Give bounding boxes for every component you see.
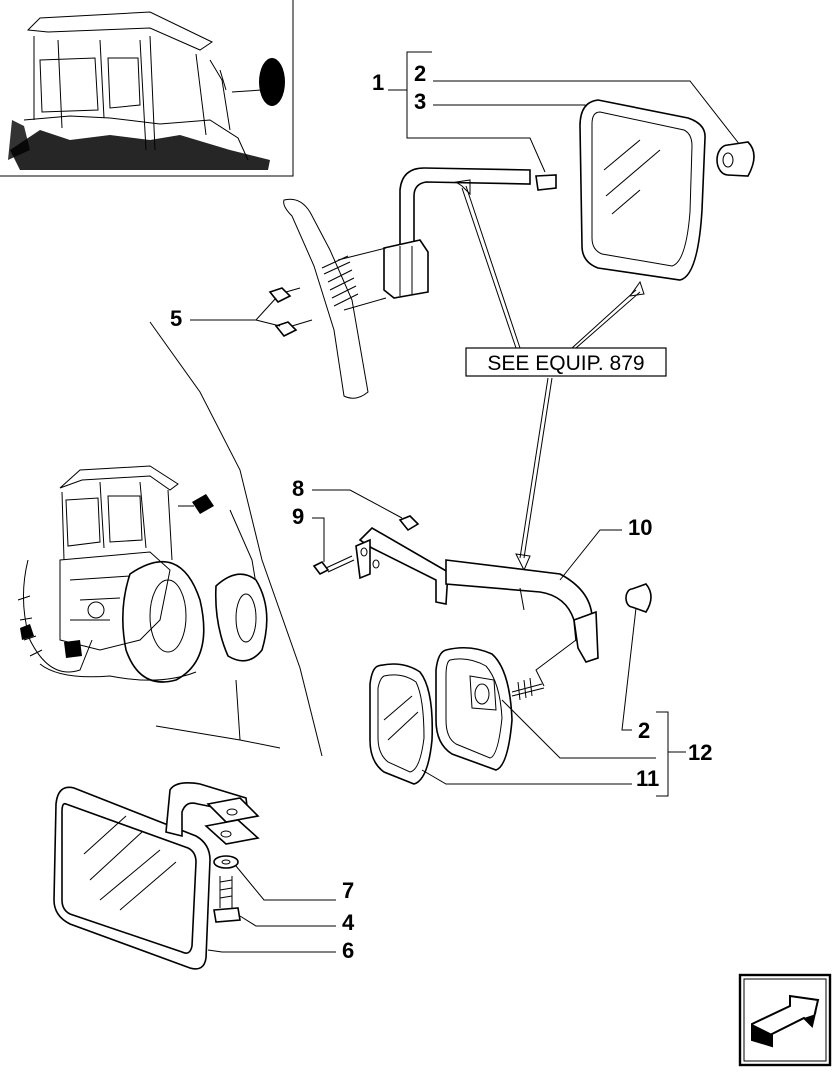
mirror-post — [283, 198, 387, 399]
callout-6: 6 — [342, 938, 354, 963]
next-page-arrow-icon[interactable] — [738, 973, 832, 1067]
bolts-item-5: 5 — [170, 287, 313, 338]
separator-lines — [149, 321, 323, 757]
callout-7: 7 — [342, 878, 354, 903]
callout-9: 9 — [292, 504, 304, 529]
tractor-rear-view-icon — [17, 465, 268, 683]
bolt-9-nut-8: 8 9 — [292, 476, 420, 576]
callout-2-lower: 2 — [638, 718, 650, 743]
reference-arrows — [454, 179, 645, 572]
mirror-knob-top — [716, 141, 755, 177]
tractor-cab-inset-icon — [0, 0, 294, 177]
callout-8: 8 — [292, 476, 304, 501]
mirror-mount-screw — [511, 639, 577, 701]
lower-mirror-glass — [369, 663, 434, 785]
see-equip-label: SEE EQUIP. 879 — [487, 352, 644, 375]
upper-mirror-head — [579, 99, 706, 281]
callout-12-group: 2 12 11 — [421, 607, 712, 797]
callout-3: 3 — [414, 89, 426, 114]
callout-5: 5 — [170, 306, 182, 331]
callout-11: 11 — [636, 766, 659, 791]
callout-1: 1 — [372, 70, 384, 95]
rectangular-mirror — [53, 782, 260, 970]
upper-mirror-arm — [383, 167, 557, 299]
callout-1-group: 1 2 3 — [372, 51, 741, 173]
lower-mirror-arm — [355, 526, 599, 663]
see-equip-reference: SEE EQUIP. 879 — [465, 347, 667, 377]
mirror-knob-lower — [625, 583, 652, 613]
callout-2-top: 2 — [414, 61, 426, 86]
callout-12: 12 — [688, 740, 712, 765]
callout-4: 4 — [342, 910, 355, 935]
callout-10: 10 — [628, 515, 652, 540]
lower-mirror-head — [435, 646, 513, 771]
callout-7-4-6-group: 7 4 6 — [207, 865, 355, 963]
